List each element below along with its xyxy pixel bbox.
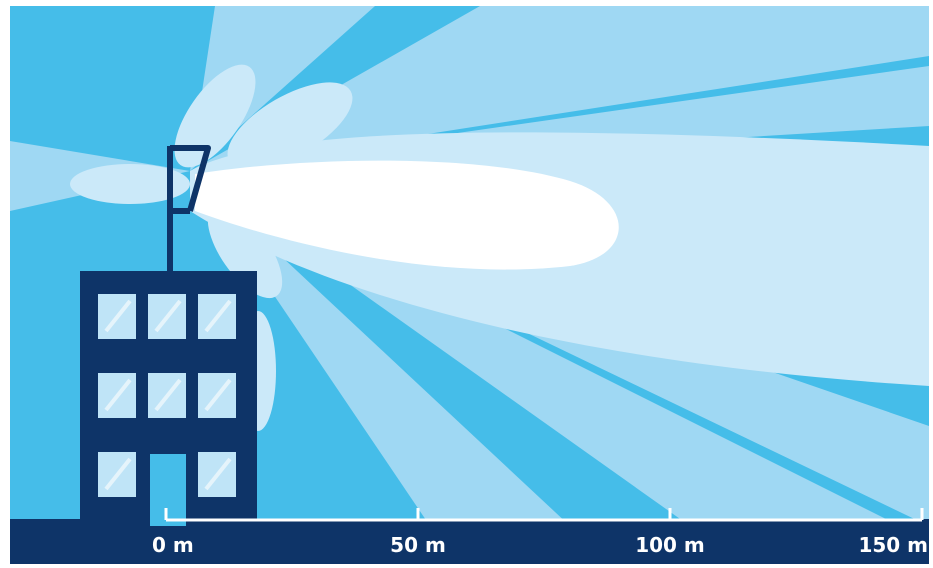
scale-tick-label: 0 m (152, 533, 194, 557)
antenna-coverage-diagram: 0 m 50 m 100 m 150 m (10, 6, 929, 564)
scale-tick-label: 100 m (635, 533, 705, 557)
building-door (150, 454, 186, 526)
diagram-canvas: 0 m 50 m 100 m 150 m (10, 6, 929, 564)
scale-tick-label: 50 m (390, 533, 446, 557)
scale-tick-label: 150 m (858, 533, 928, 557)
building-icon (80, 271, 257, 526)
